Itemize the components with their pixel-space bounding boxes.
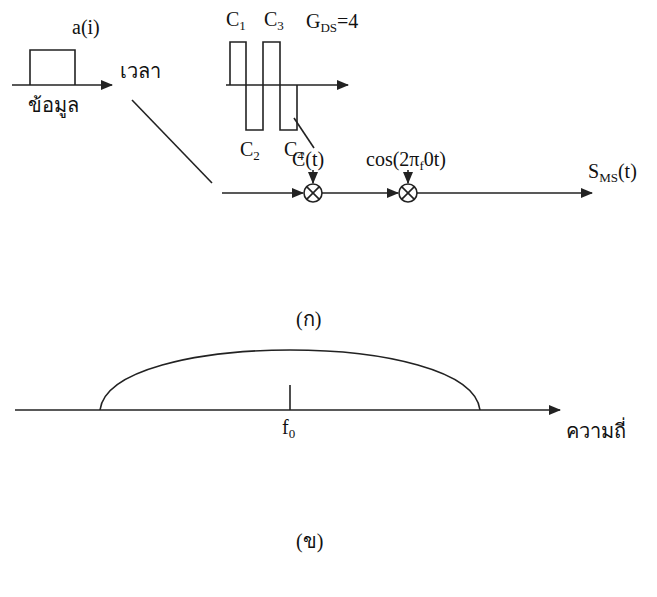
signal-name: C(t) [292,148,324,170]
signal-line [222,192,303,194]
spectrum-curve [100,350,480,410]
signal-line [322,192,398,194]
multiplier-cross [402,187,415,200]
input-arrow [312,170,314,183]
leader-line [132,100,212,183]
frequency-label: f0 [282,416,295,441]
data-pulse [30,50,75,85]
multiplier [399,184,417,202]
axis-label: เวลา [120,60,161,82]
signal-name: SMS(t) [588,160,637,185]
multiplier-cross [307,187,320,200]
chip-label: C1 [226,8,246,33]
multiplier-cross [307,187,320,200]
chip-axis [226,84,348,86]
figure-label: (ข) [296,530,323,552]
input-arrow [407,170,409,183]
center-tick [289,385,291,410]
chip-label: C2 [240,138,260,163]
multiplier-cross [402,187,415,200]
gain-label: GDS=4 [306,10,358,35]
axis-label: ความถี่ [566,420,626,442]
time-axis [12,84,112,86]
chip-waveform [230,42,297,130]
carrier-label: cos(2πf0t) [366,148,446,173]
frequency-axis [15,409,560,411]
multiplier [304,184,322,202]
figure-label: (ก) [296,308,321,330]
signal-name: a(i) [72,16,100,38]
axis-label: ข้อมูล [28,94,79,116]
signal-line [417,192,592,194]
chip-label: C3 [264,8,284,33]
